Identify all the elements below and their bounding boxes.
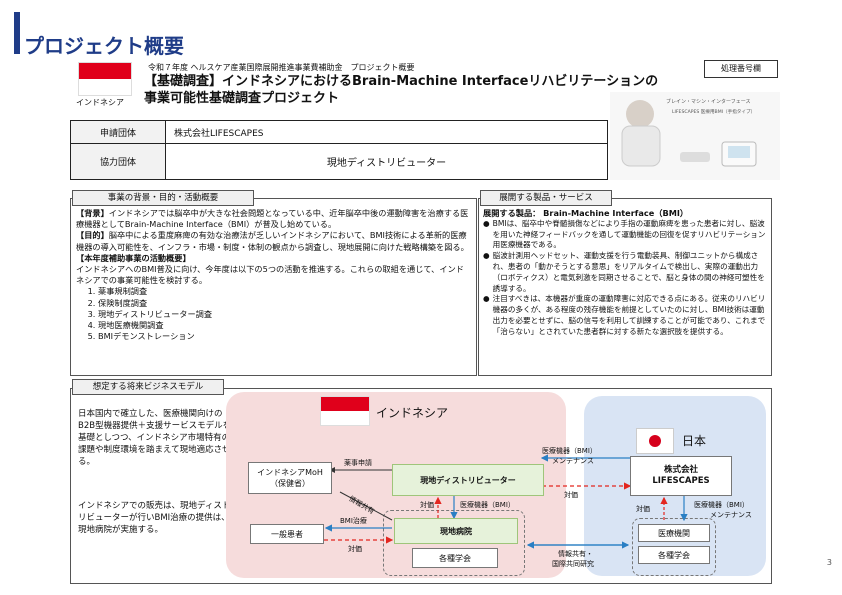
list-item: ●BMIは、脳卒中や脊髄損傷などにより手指の運動麻痺を患った患者に対し、脳波を用…	[483, 218, 766, 250]
project-title-line1: 【基礎調査】インドネシアにおけるBrain-Machine Interfaceリ…	[144, 74, 659, 89]
societies-id-node: 各種学会	[412, 548, 498, 568]
edge-bmi-treatment: BMI治療	[340, 517, 367, 525]
product-bullet-3: 注目すべきは、本機器が重度の運動障害に対応できる点にある。従来のリハビリ機器の多…	[492, 294, 766, 336]
partner-value: 現地ディストリビューター	[165, 143, 608, 180]
bg-text-1: インドネシアでは脳卒中が大きな社会問題となっている中、近年脳卒中後の運動障害を治…	[76, 208, 469, 230]
processing-number-box: 処理番号欄	[704, 60, 778, 78]
background-panel	[70, 198, 477, 376]
bg-head-1: 【背景】	[76, 208, 109, 218]
list-item: 保険制度調査	[98, 298, 470, 309]
title-accent-bar	[14, 12, 20, 54]
list-item: BMIデモンストレーション	[98, 331, 470, 342]
product-bullet-2: 脳波計測用ヘッドセット、運動支援を行う電動装具、制御ユニットから構成され、患者の…	[492, 251, 765, 293]
applicant-value: 株式会社LIFESCAPES	[165, 120, 608, 144]
table-row: 申請団体 株式会社LIFESCAPES	[70, 120, 608, 144]
list-item: 現地医療機関調査	[98, 320, 470, 331]
edge-response-4: 対価	[636, 505, 650, 513]
edge-response-3: 対価	[348, 545, 362, 553]
med-institution-node: 医療機関	[638, 524, 710, 542]
moh-line1: インドネシアMoH	[257, 468, 323, 477]
product-photo: ブレイン・マシン・インターフェース LIFESCAPES 医療用BMI（手指タイ…	[610, 92, 780, 180]
list-item: 現地ディストリビューター調査	[98, 309, 470, 320]
indonesia-flag-icon	[78, 62, 132, 96]
partner-label: 協力団体	[70, 143, 166, 180]
subsidy-line: 令和７年度 ヘルスケア産業国際展開推進事業費補助金 プロジェクト概要	[148, 63, 415, 72]
company-line2: LIFESCAPES	[652, 476, 710, 486]
model-text-1: 日本国内で確立した、医療機関向けのB2B型機器提供＋支援サービスモデルを基礎とし…	[78, 409, 232, 467]
edge-info-joint-2: 国際共同研究	[552, 560, 594, 568]
products-body: 展開する製品： Brain-Machine Interface（BMI） ●BM…	[483, 208, 767, 338]
background-body: 【背景】インドネシアでは脳卒中が大きな社会問題となっている中、近年脳卒中後の運動…	[76, 208, 470, 342]
edge-response-1: 対価	[420, 501, 434, 509]
hospital-node: 現地病院	[394, 518, 518, 544]
edge-drug-application: 薬事申請	[344, 459, 372, 467]
indonesia-flag-icon	[320, 396, 370, 426]
region-label-indonesia: インドネシア	[376, 406, 449, 420]
edge-maint-top-1: 医療機器（BMI）	[542, 447, 597, 455]
moh-line2: （保健省）	[270, 479, 310, 488]
edge-response-2: 対価	[564, 491, 578, 499]
list-item: ●注目すべきは、本機器が重度の運動障害に対応できる点にある。従来のリハビリ機器の…	[483, 294, 766, 336]
edge-bmi-device-1: 医療機器（BMI）	[460, 501, 515, 509]
product-caption-2: LIFESCAPES 医療用BMI（手指タイプ）	[672, 110, 756, 115]
edge-info-joint-1: 情報共有・	[558, 550, 593, 558]
product-bullet-1: BMIは、脳卒中や脊髄損傷などにより手指の運動麻痺を患った患者に対し、脳波を用い…	[492, 218, 766, 250]
country-label: インドネシア	[76, 98, 124, 107]
edge-maint-jp-2: メンテナンス	[710, 511, 752, 519]
edge-maint-top-2: メンテナンス	[552, 457, 594, 465]
products-heading: 展開する製品： Brain-Machine Interface（BMI）	[483, 208, 689, 218]
patients-node: 一般患者	[250, 524, 324, 544]
societies-jp-node: 各種学会	[638, 546, 710, 564]
page-title: プロジェクト概要	[24, 34, 184, 58]
company-line1: 株式会社	[663, 465, 698, 475]
list-item: ●脳波計測用ヘッドセット、運動支援を行う電動装具、制御ユニットから構成され、患者…	[483, 251, 767, 294]
products-tab: 展開する製品・サービス	[480, 190, 612, 206]
table-row: 協力団体 現地ディストリビューター	[70, 143, 608, 180]
activities-list: 薬事規制調査 保険制度調査 現地ディストリビューター調査 現地医療機関調査 BM…	[76, 286, 470, 342]
product-caption-1: ブレイン・マシン・インターフェース	[666, 99, 751, 105]
info-table: 申請団体 株式会社LIFESCAPES 協力団体 現地ディストリビューター	[70, 120, 608, 180]
model-tab: 想定する将来ビジネスモデル	[72, 379, 224, 395]
distributor-node: 現地ディストリビューター	[392, 464, 544, 496]
project-title: 【基礎調査】インドネシアにおけるBrain-Machine Interfaceリ…	[144, 73, 658, 107]
model-text-2: インドネシアでの販売は、現地ディストリビューターが行いBMI治療の提供は、現地病…	[78, 501, 231, 535]
bg-head-3: 【本年度補助事業の活動概要】	[76, 252, 191, 263]
japan-flag-icon	[636, 428, 674, 454]
bg-head-2: 【目的】	[76, 230, 109, 241]
project-title-line2: 事業可能性基礎調査プロジェクト	[144, 91, 340, 106]
company-node: 株式会社 LIFESCAPES	[630, 456, 732, 496]
region-label-japan: 日本	[682, 434, 707, 448]
products-panel	[478, 198, 772, 376]
japan-group	[632, 518, 716, 576]
bg-text-2: 脳卒中による重度麻痺の有効な治療法が乏しいインドネシアにおいて、BMI技術による…	[76, 230, 469, 252]
list-item: 薬事規制調査	[98, 286, 470, 297]
page-number: 3	[826, 558, 832, 567]
background-tab: 事業の背景・目的・活動概要	[72, 190, 254, 206]
moh-node: インドネシアMoH （保健省）	[248, 462, 332, 494]
edge-maint-jp-1: 医療機器（BMI）	[694, 501, 749, 509]
bg-text-3: インドネシアへのBMI普及に向け、今年度は以下の5つの活動を推進する。これらの取…	[76, 264, 464, 286]
